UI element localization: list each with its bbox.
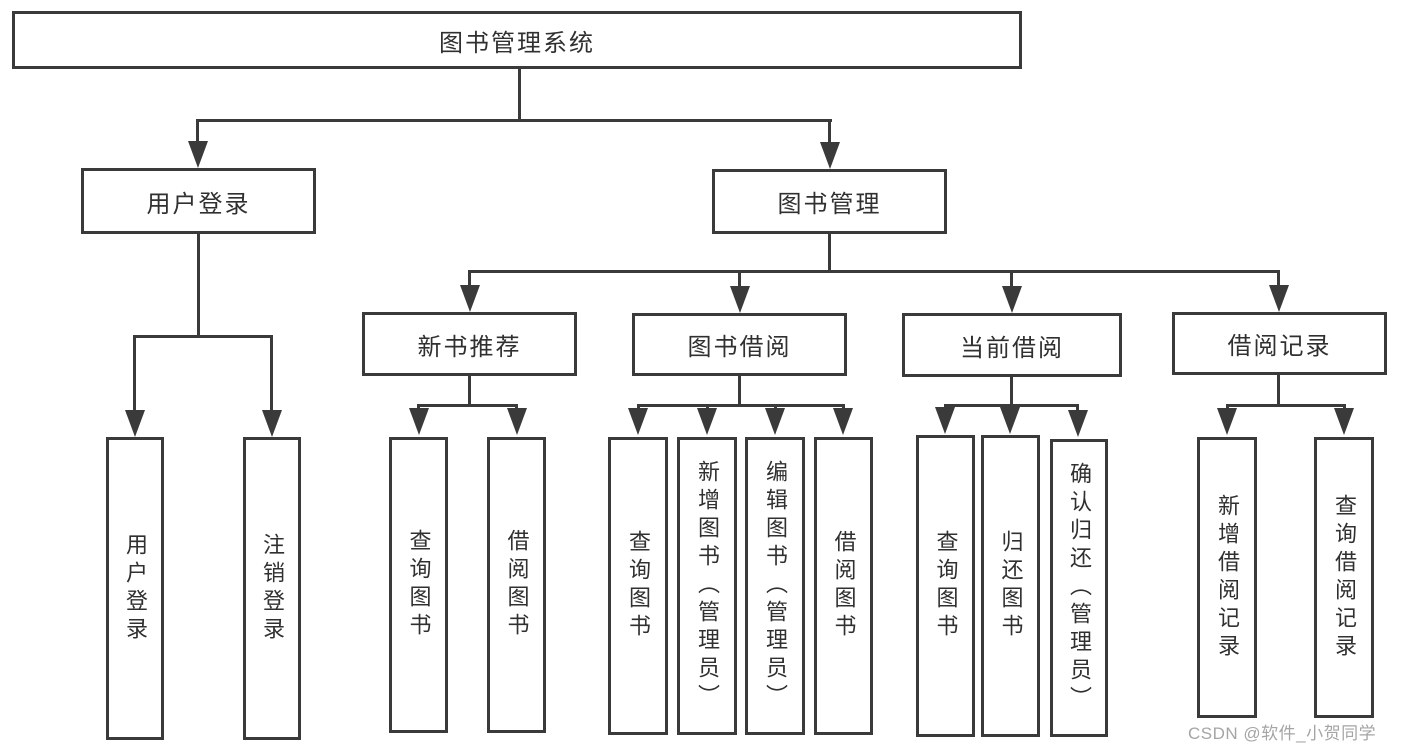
arrow-down-icon xyxy=(1000,407,1020,434)
connector-bar xyxy=(417,404,518,407)
node-label: 用户登录 xyxy=(146,190,251,218)
node-label: 图书管理 xyxy=(777,191,882,218)
leaf-logout: 注销登录 xyxy=(243,437,301,740)
leaf-borrow-books-recommend: 借阅图书 xyxy=(487,437,546,733)
node-new-book-recommend: 新书推荐 xyxy=(362,312,577,376)
connector-book-mgmt-drop xyxy=(828,119,831,145)
leaf-edit-books-admin: 编辑图书（管理员） xyxy=(745,437,805,735)
node-label: 借阅图书 xyxy=(831,530,857,642)
connector-root-bar xyxy=(196,119,832,122)
node-label: 查询借阅记录 xyxy=(1332,493,1357,662)
arrow-down-icon xyxy=(765,408,785,435)
connector-bar xyxy=(1226,404,1346,407)
arrow-down-icon xyxy=(1002,286,1022,313)
node-label: 查询图书 xyxy=(626,530,651,642)
arrow-down-icon xyxy=(125,410,145,437)
node-label: 借阅图书 xyxy=(504,529,530,641)
arrow-down-icon xyxy=(833,408,853,435)
connector-drop xyxy=(1277,270,1280,290)
arrow-down-icon xyxy=(507,408,527,435)
connector-root-stem xyxy=(518,68,521,121)
csdn-watermark: CSDN @软件_小贺同学 xyxy=(1188,724,1377,743)
node-label: 新增图书（管理员） xyxy=(695,460,720,712)
node-label: 借阅记录 xyxy=(1227,333,1332,360)
connector-drop xyxy=(270,335,273,413)
connector-stem xyxy=(1010,377,1013,406)
node-label: 图书借阅 xyxy=(687,334,792,361)
node-label: 新书推荐 xyxy=(417,333,522,361)
arrow-down-icon xyxy=(820,142,840,169)
arrow-down-icon xyxy=(935,407,955,434)
connector-drop xyxy=(738,270,741,290)
arrow-down-icon xyxy=(262,410,282,437)
arrow-down-icon xyxy=(188,141,208,168)
connector-drop xyxy=(133,335,136,413)
node-label: 查询图书 xyxy=(933,530,959,642)
connector-user-login-drop xyxy=(196,119,199,145)
connector-book-mgmt-bar xyxy=(468,270,1280,273)
node-label: 图书管理系统 xyxy=(439,29,595,57)
arrow-down-icon xyxy=(409,408,429,435)
leaf-user-login: 用户登录 xyxy=(106,437,164,740)
connector-stem xyxy=(738,376,741,406)
node-book-management: 图书管理 xyxy=(712,169,947,234)
leaf-query-books-current: 查询图书 xyxy=(916,435,975,737)
leaf-query-books-borrow: 查询图书 xyxy=(608,437,668,735)
node-current-borrowing: 当前借阅 xyxy=(902,313,1122,377)
node-label: 注销登录 xyxy=(260,532,285,645)
arrow-down-icon xyxy=(628,408,648,435)
arrow-down-icon xyxy=(697,408,717,435)
connector-user-login-stem xyxy=(197,233,200,337)
connector-user-login-bar xyxy=(133,335,273,338)
connector-drop xyxy=(1010,270,1013,290)
node-label: 新增借阅记录 xyxy=(1215,493,1240,662)
node-label: 当前借阅 xyxy=(960,334,1064,362)
node-label: 查询图书 xyxy=(406,529,432,641)
connector-drop xyxy=(1076,404,1079,414)
node-label: 编辑图书（管理员） xyxy=(763,460,788,712)
arrow-down-icon xyxy=(1068,410,1088,437)
arrow-down-icon xyxy=(1334,408,1354,435)
connector-bar xyxy=(637,404,845,407)
connector-stem xyxy=(1277,375,1280,406)
leaf-return-books: 归还图书 xyxy=(981,435,1040,737)
node-label: 确认归还（管理员） xyxy=(1067,462,1092,714)
node-book-borrowing: 图书借阅 xyxy=(632,313,847,376)
node-label: 用户登录 xyxy=(123,532,148,645)
node-library-system-root: 图书管理系统 xyxy=(12,11,1022,69)
connector-book-mgmt-stem xyxy=(828,233,831,272)
leaf-add-borrow-record: 新增借阅记录 xyxy=(1197,437,1257,718)
arrow-down-icon xyxy=(1269,285,1289,312)
connector-drop xyxy=(468,270,471,290)
arrow-down-icon xyxy=(460,285,480,312)
leaf-add-books-admin: 新增图书（管理员） xyxy=(677,437,737,735)
arrow-down-icon xyxy=(730,286,750,313)
leaf-query-borrow-record: 查询借阅记录 xyxy=(1314,437,1374,718)
node-user-login: 用户登录 xyxy=(81,168,316,234)
connector-stem xyxy=(468,375,471,406)
leaf-borrow-books: 借阅图书 xyxy=(814,437,873,735)
leaf-query-books-recommend: 查询图书 xyxy=(389,437,448,733)
node-borrowing-records: 借阅记录 xyxy=(1172,312,1387,375)
node-label: 归还图书 xyxy=(998,530,1024,642)
leaf-confirm-return-admin: 确认归还（管理员） xyxy=(1050,439,1108,737)
arrow-down-icon xyxy=(1217,408,1237,435)
